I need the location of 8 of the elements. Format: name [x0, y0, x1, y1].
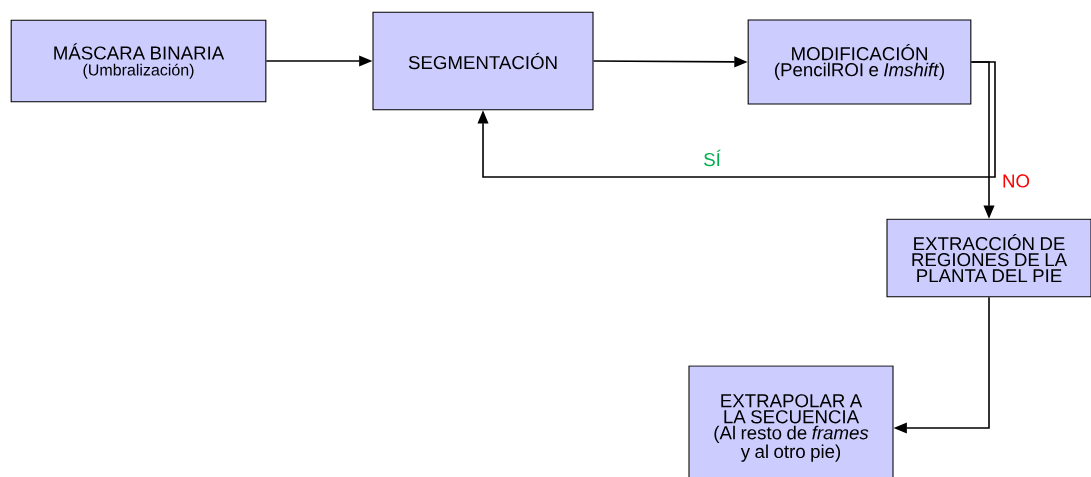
process-box: MÁSCARA BINARIA (Umbralización) — [10, 19, 267, 103]
process-box: SEGMENTACIÓN — [372, 11, 594, 111]
process-box: MODIFICACIÓN (PencilROI e Imshift) — [747, 19, 972, 105]
process-box: EXTRAPOLAR A LA SECUENCIA (Al resto de frames y al otro pie) — [688, 365, 894, 477]
arrow — [477, 61, 996, 178]
process-box: EXTRACCIÓN DE REGIONES DE LA PLANTA DEL PIE — [886, 218, 1091, 298]
edge-label: SÍ — [701, 148, 723, 168]
edge-label: NO — [1000, 173, 1032, 189]
